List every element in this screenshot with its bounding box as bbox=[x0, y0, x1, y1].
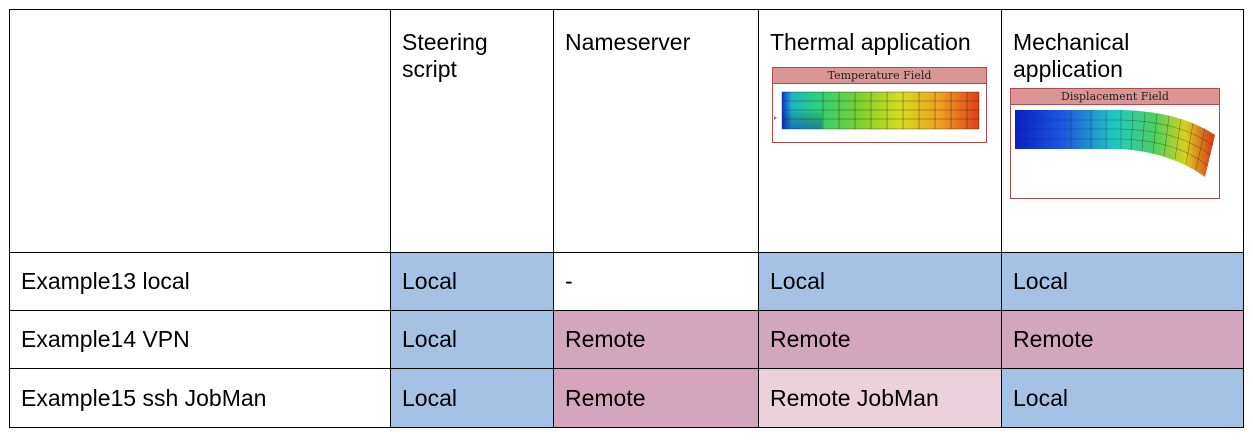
temperature-field-shade bbox=[782, 110, 822, 129]
column-header-mechanical: Mechanical application Displacement Fiel… bbox=[1001, 9, 1244, 253]
comparison-table: Steering script Nameserver Thermal appli… bbox=[9, 9, 1244, 428]
table-row: Example15 ssh JobMan Local Remote Remote… bbox=[9, 368, 1244, 428]
corner-cell bbox=[9, 9, 391, 253]
nameserver-cell: Remote bbox=[553, 368, 759, 428]
mechanical-application-cell: Remote bbox=[1001, 310, 1244, 369]
temperature-field-marker bbox=[774, 116, 777, 120]
steering-script-cell: Local bbox=[390, 252, 554, 311]
header-row: Steering script Nameserver Thermal appli… bbox=[9, 9, 1244, 253]
table-row: Example14 VPN Local Remote Remote Remote bbox=[9, 310, 1244, 369]
row-label: Example13 local bbox=[9, 252, 391, 311]
displacement-field-figure: Displacement Field bbox=[1010, 88, 1220, 199]
thermal-application-cell: Remote JobMan bbox=[758, 368, 1002, 428]
nameserver-cell: Remote bbox=[553, 310, 759, 369]
steering-script-cell: Local bbox=[390, 368, 554, 428]
displacement-field-beam bbox=[1015, 110, 1215, 177]
row-label: Example15 ssh JobMan bbox=[9, 368, 391, 428]
row-label: Example14 VPN bbox=[9, 310, 391, 369]
displacement-field-mesh bbox=[1015, 110, 1214, 171]
temperature-field-figure: Temperature Field bbox=[772, 67, 987, 143]
temperature-field-mesh bbox=[781, 91, 980, 130]
temperature-field-title: Temperature Field bbox=[773, 68, 986, 84]
displacement-field-title: Displacement Field bbox=[1011, 89, 1219, 105]
mechanical-application-cell: Local bbox=[1001, 252, 1244, 311]
temperature-field-plot bbox=[774, 91, 980, 130]
nameserver-cell: - bbox=[553, 252, 759, 311]
thermal-application-cell: Local bbox=[758, 252, 1002, 311]
steering-script-cell: Local bbox=[390, 310, 554, 369]
table-row: Example13 local Local - Local Local bbox=[9, 252, 1244, 311]
column-header-thermal: Thermal application Temperature Field bbox=[758, 9, 1002, 253]
displacement-field-plot bbox=[1015, 110, 1215, 177]
column-header-nameserver: Nameserver bbox=[553, 9, 759, 253]
mechanical-application-cell: Local bbox=[1001, 368, 1244, 428]
thermal-application-cell: Remote bbox=[758, 310, 1002, 369]
column-header-steering-script: Steering script bbox=[390, 9, 554, 253]
column-header-thermal-label: Thermal application bbox=[770, 29, 971, 55]
column-header-mechanical-label: Mechanical application bbox=[1013, 29, 1130, 82]
